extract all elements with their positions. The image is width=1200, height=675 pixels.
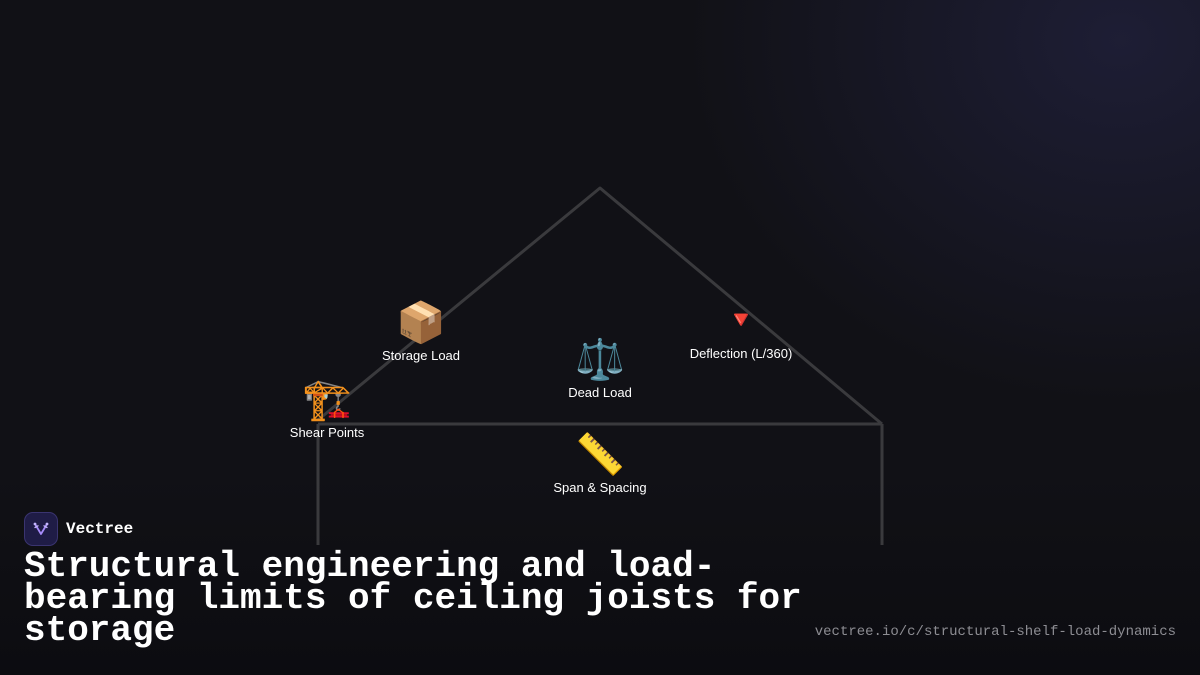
node-dead-load: ⚖️ Dead Load [490, 337, 710, 401]
node-label: Storage Load [381, 348, 461, 363]
brand[interactable]: Vectree [24, 512, 133, 546]
node-deflection: 🔻 Deflection (L/360) [631, 298, 851, 362]
package-icon: 📦 [396, 301, 446, 345]
source-url-link[interactable]: vectree.io/c/structural-shelf-load-dynam… [814, 624, 1176, 640]
node-span-spacing: 📏 Span & Spacing [490, 432, 710, 496]
node-label: Deflection (L/360) [689, 346, 793, 361]
node-label: Span & Spacing [553, 480, 647, 495]
node-storage-load: 📦 Storage Load [311, 300, 531, 364]
ruler-icon: 📏 [575, 433, 625, 477]
node-label: Dead Load [568, 385, 632, 400]
construction-crane-icon: 🏗️ [302, 378, 352, 422]
node-label: Shear Points [289, 425, 365, 440]
brand-name: Vectree [66, 520, 134, 538]
vectree-logo-icon [24, 512, 58, 546]
page-title: Structural engineering and load-bearing … [24, 546, 802, 651]
node-shear-points: 🏗️ Shear Points [217, 377, 437, 441]
balance-scale-icon: ⚖️ [575, 338, 625, 382]
roof-outline [317, 186, 883, 426]
down-triangle-icon: 🔻 [726, 307, 756, 334]
